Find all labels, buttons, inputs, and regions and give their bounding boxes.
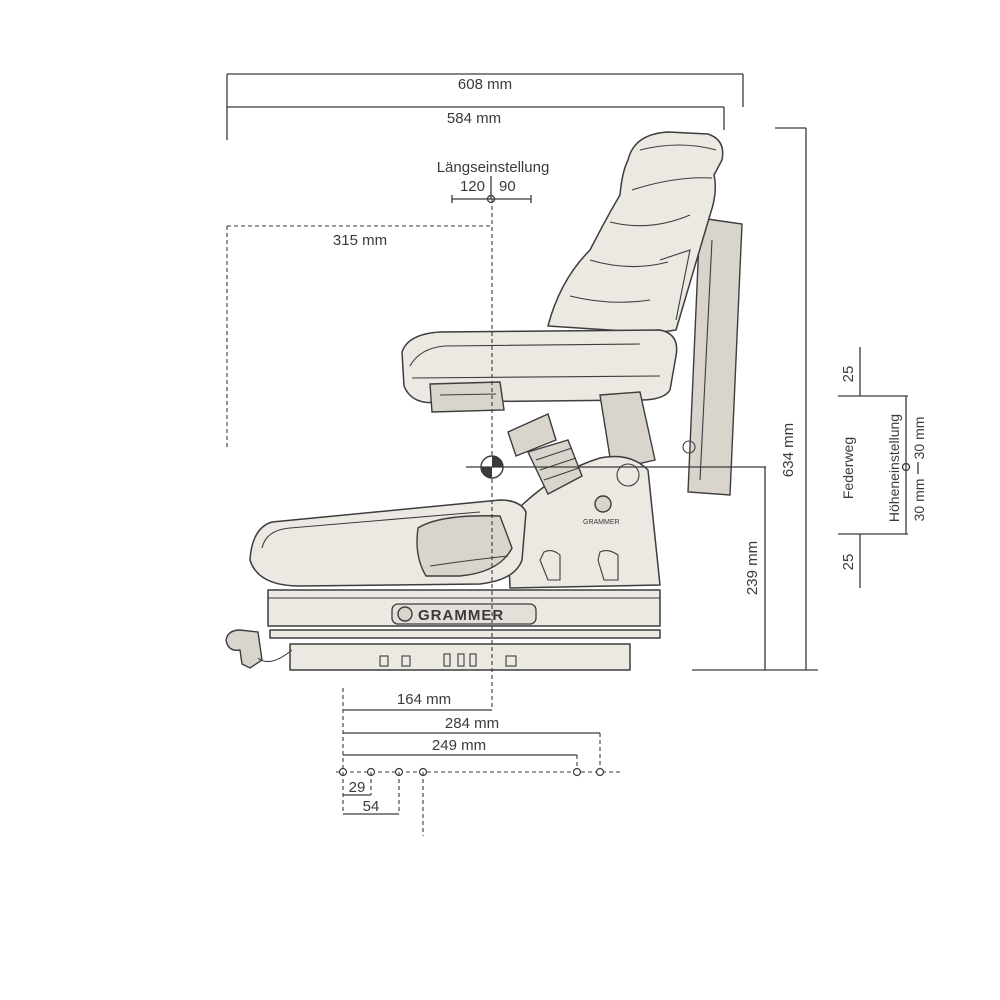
seat-illustration: GRAMMER GRAMMER — [225, 131, 743, 671]
backrest-rear-panel — [687, 217, 743, 496]
height-adjust-label: Höheneinstellung — [886, 414, 902, 522]
frame-logo-icon — [594, 495, 612, 513]
longitudinal-back-label: 120 — [460, 178, 485, 195]
dimension-labels: 608 mm 584 mm Längseinstellung 120 90 31… — [333, 76, 927, 815]
backrest-knob-icon — [682, 440, 696, 454]
longitudinal-title: Längseinstellung — [437, 159, 550, 176]
bottom-travel-label: 25 — [840, 554, 857, 571]
armrest-offset-label: 315 mm — [333, 232, 387, 249]
top-travel-label: 25 — [840, 366, 857, 383]
total-height-label: 634 mm — [780, 423, 797, 477]
backrest-adjuster — [507, 413, 557, 457]
rail-164-label: 164 mm — [397, 691, 451, 708]
height-up-label: 30 mm — [911, 417, 927, 460]
federweg-label: Federweg — [840, 437, 856, 499]
brand-logo-text: GRAMMER — [418, 607, 504, 624]
seat-side-bolster — [416, 515, 513, 577]
armrest-handle — [429, 381, 505, 413]
seat-width-label: 584 mm — [447, 110, 501, 127]
hole-54-label: 54 — [363, 798, 380, 815]
brand-logo-icon — [397, 606, 413, 622]
base-rail-top — [269, 629, 661, 639]
frame-logo-text: GRAMMER — [583, 519, 620, 526]
dimension-lines — [226, 73, 911, 836]
hole-29-label: 29 — [349, 779, 366, 796]
total-width-label: 608 mm — [458, 76, 512, 93]
rail-249-label: 249 mm — [432, 737, 486, 754]
armrest-support — [599, 391, 656, 471]
brand-plate — [391, 603, 537, 625]
ref-height-label: 239 mm — [744, 541, 761, 595]
height-down-label: 30 mm — [911, 479, 927, 522]
longitudinal-forward-label: 90 — [499, 178, 516, 195]
front-adjust-handle — [225, 629, 263, 669]
rail-284-label: 284 mm — [445, 715, 499, 732]
